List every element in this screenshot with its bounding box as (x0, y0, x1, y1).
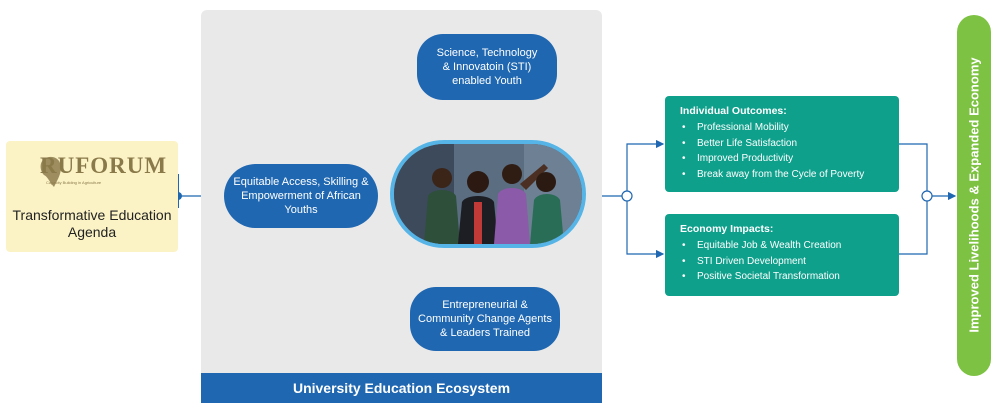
logo-text: RUFORUM (40, 153, 168, 178)
ecosystem-footer: University Education Ecosystem (201, 373, 602, 403)
list-item: Equitable Job & Wealth Creation (680, 238, 899, 254)
students-illustration (394, 144, 582, 244)
list-item: Improved Productivity (680, 151, 899, 167)
sti-youth-node: Science, Technology & Innovatoin (STI) e… (417, 34, 557, 100)
sti-line-1: Science, Technology (436, 47, 538, 59)
entrepreneurs-node: Entrepreneurial & Community Change Agent… (410, 287, 560, 351)
economy-impacts-title: Economy Impacts: (680, 223, 774, 235)
agenda-title: Transformative Education Agenda (12, 207, 172, 240)
sti-line-2: & Innovatoin (STI) (442, 61, 532, 73)
result-bar: Improved Livelihoods & Expanded Economy (957, 15, 991, 376)
entre-line-2: Community Change Agents (418, 313, 552, 325)
agenda-box: RUFORUM Capacity Building in Agriculture… (6, 141, 178, 252)
ruforum-logo (40, 156, 61, 187)
individual-outcomes-box: Individual Outcomes: Professional Mobili… (665, 96, 899, 192)
list-item: Better Life Satisfaction (680, 136, 899, 152)
list-item: Professional Mobility (680, 120, 899, 136)
list-item: Positive Societal Transformation (680, 269, 899, 285)
students-photo (390, 140, 586, 248)
result-label: Improved Livelihoods & Expanded Economy (966, 57, 982, 333)
entre-line-3: & Leaders Trained (440, 327, 530, 339)
economy-impacts-box: Economy Impacts: Equitable Job & Wealth … (665, 214, 899, 296)
access-label: Equitable Access, Skilling & Empowerment… (233, 176, 369, 216)
list-item: STI Driven Development (680, 254, 899, 270)
entre-line-1: Entrepreneurial & (442, 299, 528, 311)
individual-outcomes-title: Individual Outcomes: (680, 105, 787, 117)
list-item: Break away from the Cycle of Poverty (680, 167, 899, 183)
access-node: Equitable Access, Skilling & Empowerment… (224, 164, 378, 228)
logo-tagline: Capacity Building in Agriculture (46, 180, 102, 185)
sti-line-3: enabled Youth (452, 75, 522, 87)
